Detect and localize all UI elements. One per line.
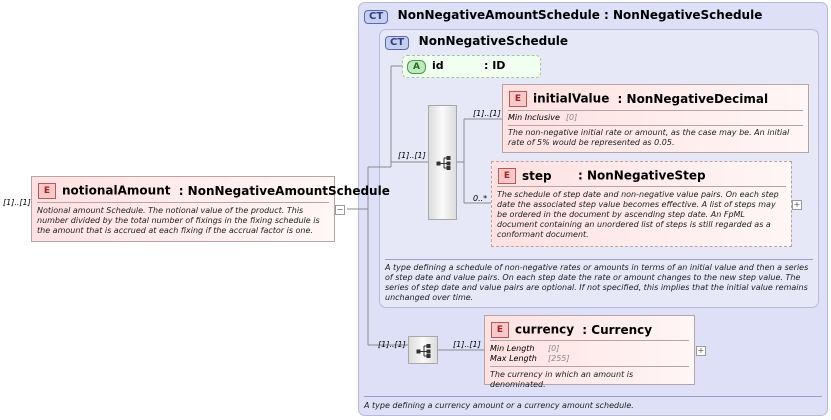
notional-amount-doc: Notional amount Schedule. The notional v…: [37, 206, 320, 235]
initial-value-separator-2: [508, 125, 803, 126]
plus-icon[interactable]: +: [792, 200, 802, 210]
step-separator: [497, 186, 786, 187]
initial-value-cardinality: [1]..[1]: [473, 109, 501, 118]
initial-value-facet: Min Inclusive [0]: [508, 113, 577, 123]
facet-value: [0]: [548, 344, 560, 353]
element-badge-icon: E: [38, 183, 56, 199]
element-badge-icon: E: [491, 322, 509, 338]
sequence-compositor-icon: [416, 344, 431, 358]
facet-label: Max Length: [490, 354, 537, 363]
element-badge-icon: E: [509, 91, 527, 107]
outer-type-title: NonNegativeAmountSchedule : NonNegativeS…: [397, 8, 763, 22]
step-doc: The schedule of step date and non-negati…: [497, 190, 779, 239]
initial-value-type: : NonNegativeDecimal: [617, 91, 769, 106]
notional-amount-type: : NonNegativeAmountSchedule: [178, 183, 390, 198]
step-type: : NonNegativeStep: [578, 168, 706, 183]
step-name: step: [522, 168, 552, 183]
initial-value-name: initialValue: [533, 91, 610, 106]
outer-sequence-compositor[interactable]: [408, 336, 438, 364]
inner-type-doc: A type defining a schedule of non-negati…: [385, 263, 809, 302]
currency-separator-2: [490, 366, 689, 367]
complex-type-badge-icon: CT: [385, 36, 410, 50]
facet-value: [255]: [548, 354, 570, 363]
notional-amount-separator: [37, 202, 329, 203]
inner-sequence-compositor[interactable]: [428, 105, 457, 220]
currency-type: : Currency: [582, 322, 653, 337]
element-badge-icon: E: [498, 168, 516, 184]
inner-type-separator: [385, 259, 813, 260]
initial-value-doc: The non-negative initial rate or amount,…: [508, 128, 790, 147]
facet-label: Min Inclusive: [508, 113, 560, 122]
currency-facet-max: Max Length [255]: [490, 354, 570, 364]
outer-type-separator: [364, 396, 822, 397]
outer-type-doc: A type defining a currency amount or a c…: [364, 401, 634, 410]
complex-type-badge-icon: CT: [364, 10, 389, 24]
sequence-compositor-icon: [436, 156, 451, 170]
attribute-id-type: : ID: [483, 59, 506, 72]
step-cardinality: 0..*: [473, 194, 488, 203]
currency-name: currency: [515, 322, 575, 337]
plus-icon[interactable]: +: [696, 346, 706, 356]
attribute-id-name: id: [431, 59, 444, 72]
currency-facet-min: Min Length [0]: [490, 344, 559, 354]
notional-amount-name: notionalAmount: [62, 183, 171, 198]
facet-label: Min Length: [490, 344, 535, 353]
currency-doc: The currency in which an amount is denom…: [490, 370, 634, 389]
initial-value-separator: [508, 110, 803, 111]
inner-type-header: CT NonNegativeSchedule: [385, 34, 568, 50]
inner-type-title: NonNegativeSchedule: [418, 34, 569, 48]
currency-separator: [490, 340, 689, 341]
outer-type-header: CT NonNegativeAmountSchedule : NonNegati…: [364, 8, 762, 24]
facet-value: [0]: [565, 113, 578, 122]
inner-sequence-cardinality: [1]..[1]: [398, 151, 426, 160]
notional-amount-cardinality: [1]..[1]: [3, 198, 31, 207]
outer-sequence-cardinality: [1]..[1]: [378, 340, 406, 349]
attribute-badge-icon: A: [407, 60, 426, 74]
minus-icon[interactable]: −: [335, 205, 345, 215]
currency-cardinality: [1]..[1]: [453, 340, 481, 349]
